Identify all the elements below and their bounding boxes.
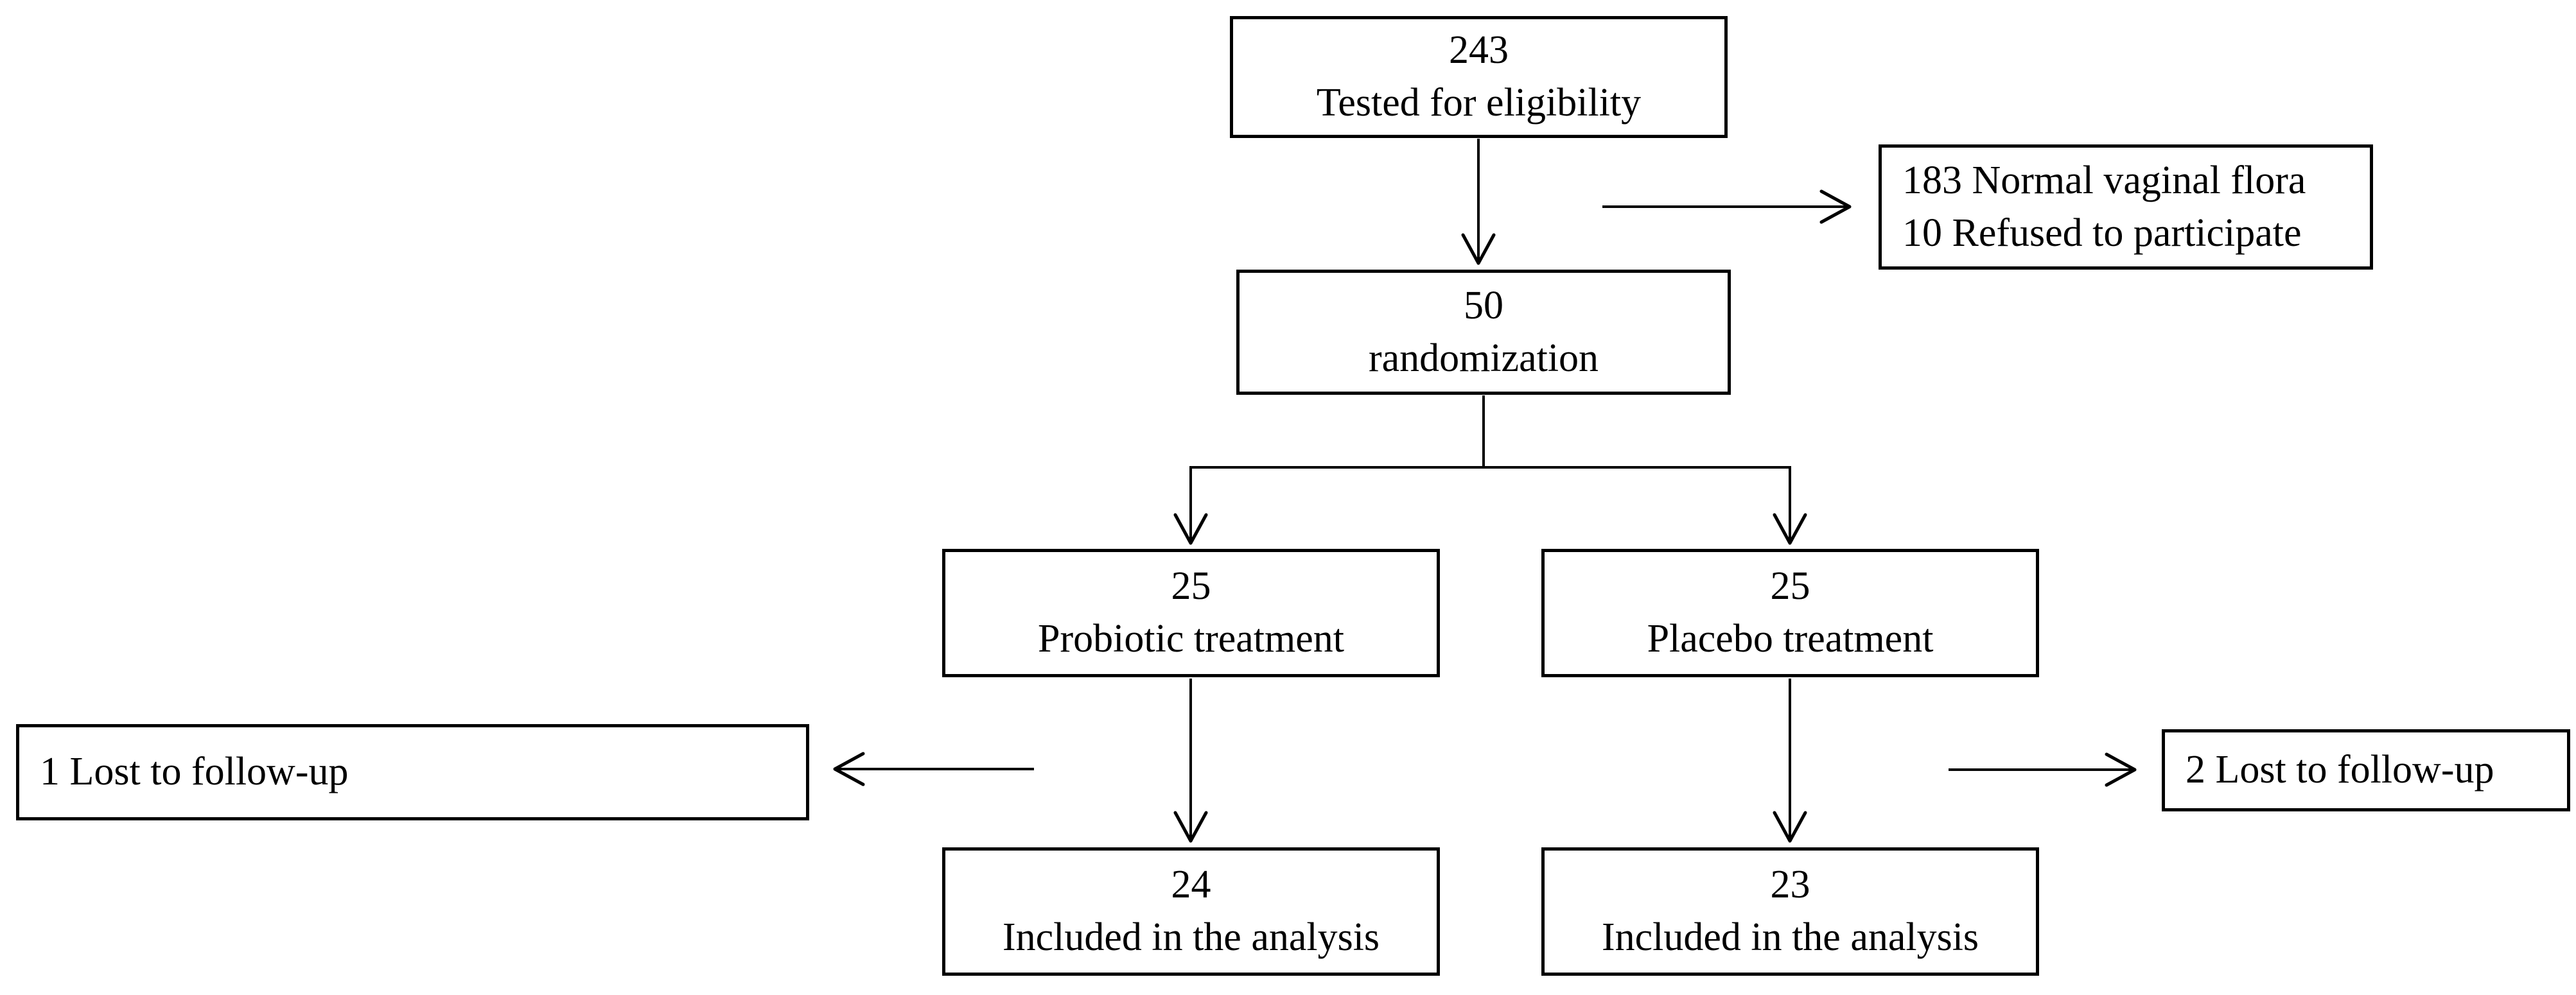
analysis-left-count: 24 bbox=[1171, 863, 1211, 907]
probiotic-count: 25 bbox=[1171, 564, 1211, 609]
excluded-line-2: 10 Refused to participate bbox=[1902, 211, 2302, 255]
lost-to-follow-up-right-box: 2 Lost to follow-up bbox=[2162, 729, 2570, 811]
randomization-count: 50 bbox=[1464, 283, 1503, 327]
analysis-right-box: 23 Included in the analysis bbox=[1541, 847, 2039, 976]
lost-right-label: 2 Lost to follow-up bbox=[2186, 748, 2494, 792]
lost-to-follow-up-left-box: 1 Lost to follow-up bbox=[16, 724, 809, 820]
excluded-line-1: 183 Normal vaginal flora bbox=[1902, 158, 2306, 202]
probiotic-label: Probiotic treatment bbox=[1038, 617, 1344, 661]
randomization-box: 50 randomization bbox=[1236, 270, 1731, 395]
analysis-left-label: Included in the analysis bbox=[1002, 915, 1380, 959]
excluded-box: 183 Normal vaginal flora 10 Refused to p… bbox=[1879, 144, 2373, 270]
placebo-label: Placebo treatment bbox=[1647, 617, 1934, 661]
analysis-right-label: Included in the analysis bbox=[1601, 915, 1979, 959]
placebo-treatment-box: 25 Placebo treatment bbox=[1541, 549, 2039, 677]
eligibility-box: 243 Tested for eligibility bbox=[1230, 16, 1728, 138]
eligibility-label: Tested for eligibility bbox=[1316, 81, 1642, 125]
probiotic-treatment-box: 25 Probiotic treatment bbox=[942, 549, 1440, 677]
lost-left-label: 1 Lost to follow-up bbox=[40, 750, 349, 794]
analysis-left-box: 24 Included in the analysis bbox=[942, 847, 1440, 976]
randomization-label: randomization bbox=[1368, 336, 1599, 380]
eligibility-count: 243 bbox=[1449, 28, 1509, 73]
placebo-count: 25 bbox=[1770, 564, 1810, 609]
analysis-right-count: 23 bbox=[1770, 863, 1810, 907]
